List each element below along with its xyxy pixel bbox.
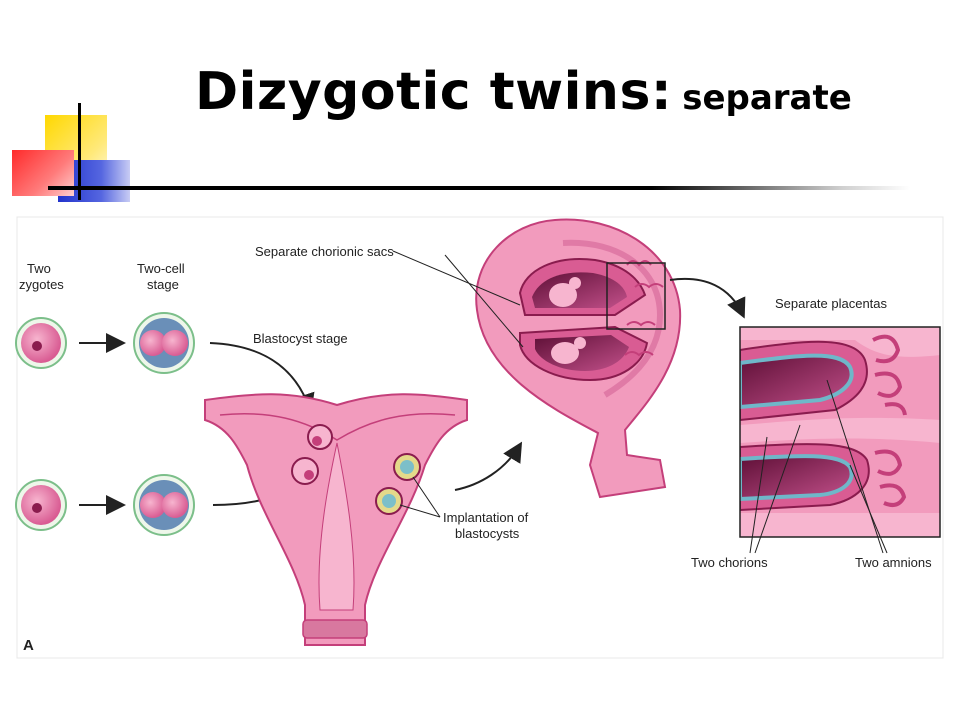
arrow-zoom-to-detail — [669, 278, 746, 319]
blastocyst-1 — [307, 424, 333, 450]
placenta-detail-frame — [739, 326, 941, 538]
leader-two-chorions-1 — [749, 436, 768, 554]
leader-implantation-2 — [399, 504, 441, 518]
label-two-amnions: Two amnions — [855, 555, 932, 570]
leader-chorionic-2 — [444, 254, 524, 348]
zygote-top — [15, 317, 67, 369]
placenta-detail — [740, 327, 940, 537]
label-two-chorions: Two chorions — [691, 555, 768, 570]
pregnant-uterus — [475, 218, 682, 499]
implanted-blastocyst-1 — [393, 453, 421, 481]
leader-two-amnions-1 — [826, 379, 884, 554]
arrow-twocell-to-uterus-top — [209, 342, 315, 414]
label-blastocyst-stage: Blastocyst stage — [253, 331, 348, 346]
leader-two-amnions-2 — [849, 464, 888, 554]
leader-two-chorions-2 — [754, 424, 801, 554]
panel-frame — [16, 216, 944, 659]
slide-title-sub: separate — [682, 78, 852, 118]
label-implantation-2: blastocysts — [455, 526, 520, 541]
label-two-zygotes-2: zygotes — [19, 277, 64, 292]
two-cell-embryo-top — [133, 312, 195, 374]
label-panel-letter: A — [23, 637, 34, 654]
deco-vertical-line — [78, 103, 81, 200]
label-two-cell-2: stage — [147, 277, 179, 292]
uterus — [204, 393, 468, 646]
label-two-zygotes-1: Two — [27, 261, 51, 276]
label-implantation-1: Implantation of — [443, 510, 529, 525]
zoom-box — [606, 262, 666, 330]
slide-title-main: Dizygotic twins: — [195, 62, 673, 122]
label-two-cell-1: Two-cell — [137, 261, 185, 276]
two-cell-embryo-bottom — [133, 474, 195, 536]
implanted-blastocyst-2 — [375, 487, 403, 515]
label-separate-chorionic-sacs: Separate chorionic sacs — [255, 244, 394, 259]
leader-implantation-1 — [412, 476, 441, 518]
slide-title: Dizygotic twins:separate — [195, 62, 852, 122]
title-underline — [48, 186, 910, 190]
blastocyst-2 — [291, 457, 319, 485]
leader-chorionic-1 — [392, 250, 521, 306]
dizygotic-twins-diagram: Two zygotes Two-cell stage — [15, 216, 944, 659]
zygote-bottom — [15, 479, 67, 531]
label-separate-placentas: Separate placentas — [775, 296, 888, 311]
arrow-uterus-to-pregnancy — [454, 441, 523, 491]
